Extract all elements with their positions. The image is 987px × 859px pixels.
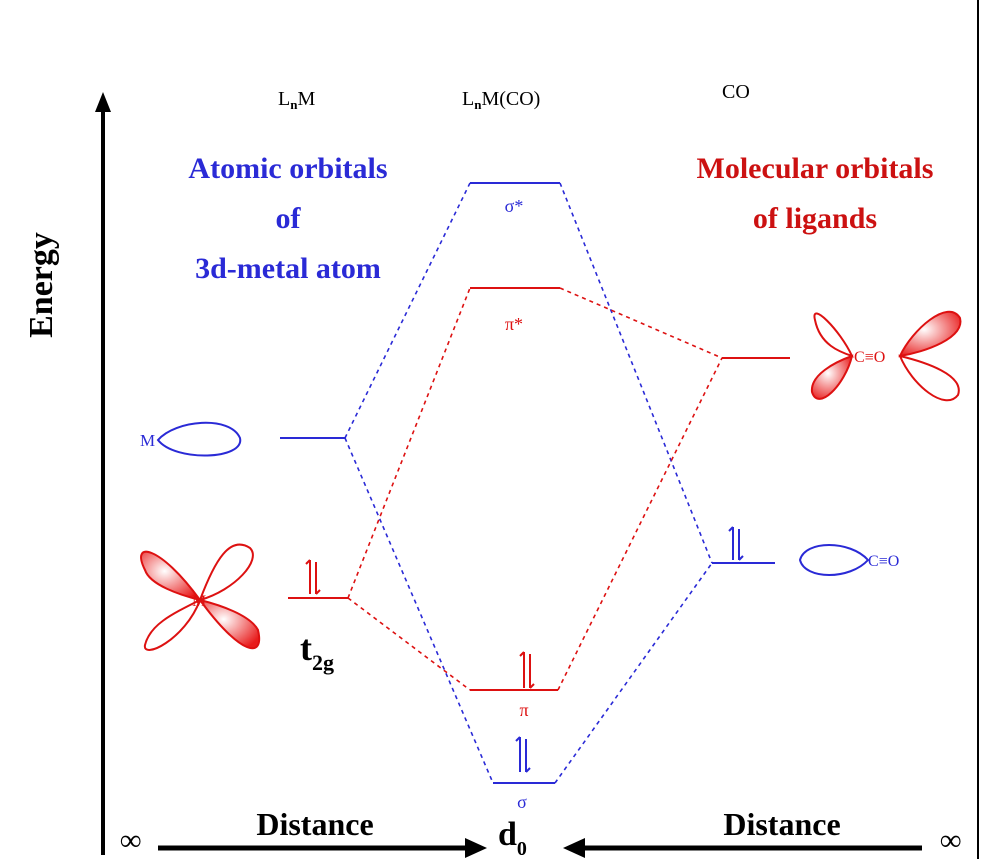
heading-molecular-line2: of ligands [753,202,877,235]
label-pi: π [519,700,528,720]
metal-d-orbital: M [140,543,261,651]
column-header-lnmco: LnM(CO) [462,88,540,112]
distance-label-left: Distance [256,806,373,842]
heading-molecular-line1: Molecular orbitals [697,152,934,185]
label-t2g: t2g [300,628,334,675]
svg-text:M: M [192,593,206,610]
electron-pair-sigma [515,736,531,773]
svg-text:C≡O: C≡O [868,553,899,570]
co-pi-star-orbital: C≡O [810,310,962,402]
correlation-lines-metal [344,182,713,784]
heading-atomic-line2: of [276,202,302,235]
heading-atomic-line3: 3d-metal atom [195,252,381,285]
electron-pair-t2g [305,559,321,595]
column-header-lnm: LnM [278,88,315,112]
correlation-lines-ligand [347,287,723,691]
heading-atomic-line1: Atomic orbitals [188,152,387,185]
svg-text:M: M [140,431,155,450]
energy-axis-arrowhead [95,92,111,112]
electron-pair-pi [519,651,535,689]
metal-sigma-orbital: M [140,421,242,457]
co-sigma-orbital: C≡O [798,544,899,576]
label-sigma: σ [517,792,527,812]
distance-arrow-left-head [465,838,487,858]
infinity-left: ∞ [120,824,141,857]
electron-pair-co-sigma [728,526,744,561]
infinity-right: ∞ [940,824,961,857]
energy-axis-label: Energy [23,232,60,338]
label-pi-star: π* [505,314,523,334]
column-header-co: CO [722,81,750,103]
svg-text:C≡O: C≡O [854,349,885,366]
distance-label-right: Distance [723,806,840,842]
label-sigma-star: σ* [505,196,524,216]
distance-arrow-right-head [563,838,585,858]
d0-label: d0 [498,816,527,859]
